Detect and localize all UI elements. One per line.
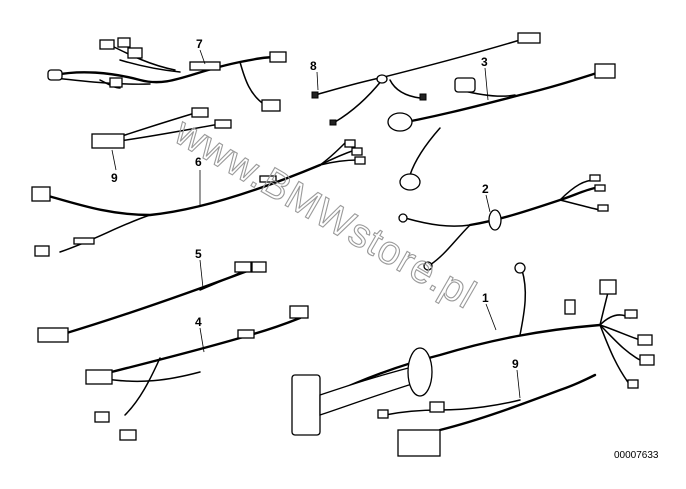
wiring-harness-4: 4: [85, 305, 309, 441]
wiring-harness-7: 7: [47, 37, 287, 112]
reference-number: 00007633: [614, 450, 659, 461]
wiring-harness-5: 5: [37, 247, 267, 343]
wiring-harness-2: 2: [398, 174, 609, 271]
callout-1: 1: [482, 291, 489, 305]
callout-6: 6: [195, 155, 202, 169]
callout-7: 7: [196, 37, 203, 51]
callout-3: 3: [481, 55, 488, 69]
wiring-harness-9-small: 9: [91, 107, 232, 185]
wiring-harness-1: 1: [291, 262, 655, 436]
callout-2: 2: [482, 182, 489, 196]
wiring-harness-9-large: 9: [377, 357, 597, 457]
callout-9-lower: 9: [512, 357, 519, 371]
wiring-harness-8: 8: [310, 32, 541, 126]
callout-8: 8: [310, 59, 317, 73]
callout-9-upper: 9: [111, 171, 118, 185]
wiring-harness-3: 3: [387, 55, 616, 191]
callout-4: 4: [195, 315, 202, 329]
callout-5: 5: [195, 247, 202, 261]
wiring-harness-6: 6: [31, 139, 366, 257]
watermark-text: www.BMWstore.pl: [167, 109, 484, 317]
